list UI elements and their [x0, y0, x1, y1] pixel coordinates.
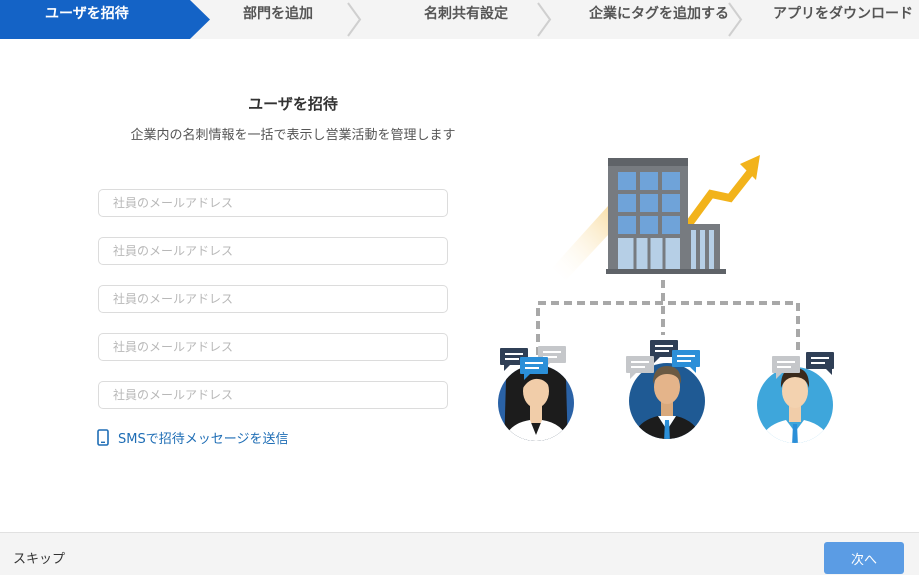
email-field-4[interactable]	[98, 333, 448, 361]
chat-bubble-icon	[626, 340, 700, 379]
step-invite-users[interactable]: ユーザを招待	[45, 6, 129, 22]
building-icon	[606, 158, 726, 274]
employee-avatar-icon	[757, 367, 833, 443]
email-field-2[interactable]	[98, 237, 448, 265]
step-separator-icon	[347, 2, 362, 37]
step-card-sharing-settings[interactable]: 名刺共有設定	[424, 6, 508, 22]
employee-avatar-icon	[629, 363, 705, 439]
email-field-3[interactable]	[98, 285, 448, 313]
org-connector-lines	[536, 280, 800, 355]
page-subtitle: 企業内の名刺情報を一括で表示し営業活動を管理します	[130, 128, 456, 143]
chat-bubble-icon	[772, 352, 834, 379]
page-title: ユーザを招待	[248, 95, 338, 113]
growth-arrow-icon	[552, 155, 760, 280]
step-add-department[interactable]: 部門を追加	[243, 6, 313, 22]
email-field-5[interactable]	[98, 381, 448, 409]
send-sms-invite-link[interactable]: SMSで招待メッセージを送信	[97, 427, 288, 447]
setup-stepper: ユーザを招待 部門を追加 名刺共有設定 企業にタグを追加する アプリをダウンロー…	[0, 0, 919, 39]
smartphone-icon	[97, 428, 109, 446]
sms-link-label: SMSで招待メッセージを送信	[118, 431, 289, 447]
chat-bubble-icon	[500, 346, 566, 380]
employee-avatar-icon	[498, 365, 574, 441]
active-step-highlight	[0, 0, 210, 39]
step-download-app[interactable]: アプリをダウンロード	[773, 6, 913, 22]
step-separator-icon	[728, 2, 743, 37]
next-button[interactable]: 次へ	[824, 542, 904, 574]
step-separator-icon	[537, 2, 552, 37]
team-network-illustration	[498, 155, 834, 443]
step-add-company-tags[interactable]: 企業にタグを追加する	[589, 6, 729, 22]
skip-link[interactable]: スキップ	[13, 552, 66, 567]
footer-bar: スキップ 次へ	[0, 532, 919, 575]
email-field-1[interactable]	[98, 189, 448, 217]
